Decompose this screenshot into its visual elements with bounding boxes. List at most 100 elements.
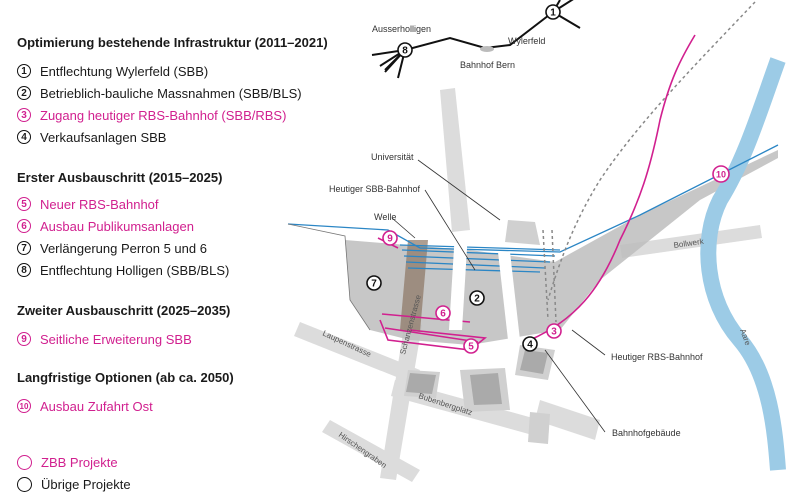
marker-5: 5 [463, 338, 479, 354]
rbs-dotted-lines [542, 1, 756, 323]
marker-6: 6 [435, 305, 451, 321]
street-east [535, 400, 600, 440]
marker-1: 1 [545, 4, 561, 20]
legend-label: Verlängerung Perron 5 und 6 [40, 240, 207, 256]
track [405, 261, 546, 269]
street-bollwerk [620, 225, 762, 258]
marker-number: 4 [527, 340, 533, 351]
track-lines [287, 144, 779, 273]
marker-number: 8 [402, 46, 408, 57]
inset-bern-station [480, 46, 494, 52]
track-outer [287, 144, 779, 253]
marker-circle [469, 290, 485, 306]
marker-circle [463, 338, 479, 354]
label-bahnhofgebaeude: Bahnhofgebäude [612, 428, 681, 438]
legend-label: Ausbau Publikumsanlagen [40, 218, 194, 234]
universitaet-block [505, 220, 540, 245]
legend-number: 3 [17, 108, 31, 122]
marker-circle [545, 4, 561, 20]
marker-number: 9 [387, 234, 393, 245]
leader-line [391, 217, 416, 239]
marker-number: 10 [716, 170, 726, 180]
street-laupenstrasse [294, 322, 420, 384]
marker-number: 1 [550, 8, 556, 19]
legend-number: 9 [17, 332, 31, 346]
marker-circle [397, 42, 413, 58]
leader-line [424, 189, 476, 271]
legend-number: 8 [17, 263, 31, 277]
dark-buildings [406, 350, 548, 405]
key-other: Übrige Projekte [17, 475, 131, 493]
building-block [470, 373, 502, 405]
zbb-key-circle-icon [17, 454, 32, 470]
passage [449, 232, 468, 330]
section-title: Zweiter Ausbauschritt (2025–2035) [17, 303, 231, 318]
legend-number: 10 [17, 399, 31, 413]
leader-line [417, 159, 501, 221]
label-bollwerk: Bollwerk [673, 237, 705, 250]
section-title: Erster Ausbauschritt (2015–2025) [17, 170, 223, 185]
label-sbb-bahnhof: Heutiger SBB-Bahnhof [329, 184, 421, 194]
street-north [440, 88, 470, 232]
legend-number: 7 [17, 241, 31, 255]
building-block [528, 412, 550, 444]
legend-number: 6 [17, 219, 31, 233]
zufahrt-ost-line [529, 34, 696, 341]
marker-circle [366, 275, 382, 291]
legend-number: 4 [17, 130, 31, 144]
section-title: Langfristige Optionen (ab ca. 2050) [17, 370, 234, 385]
legend-item-4: 4 Verkaufsanlagen SBB [17, 128, 166, 146]
other-key-circle-icon [17, 476, 32, 492]
legend-item-7: 7 Verlängerung Perron 5 und 6 [17, 239, 207, 257]
track [401, 249, 556, 257]
legend-number: 5 [17, 197, 31, 211]
track [403, 255, 551, 263]
building-block [406, 373, 436, 394]
passages [449, 232, 520, 340]
track [399, 244, 561, 251]
marker-number: 2 [474, 294, 480, 305]
label-rbs-bahnhof: Heutiger RBS-Bahnhof [611, 352, 703, 362]
key-zbb: ZBB Projekte [17, 453, 118, 471]
key-label: ZBB Projekte [41, 454, 118, 470]
marker-circle [546, 323, 562, 339]
legend-item-2: 2 Betrieblich-bauliche Massnahmen (SBB/BL… [17, 84, 302, 102]
legend-label: Entflechtung Holligen (SBB/BLS) [40, 262, 230, 278]
legend-item-5: 5 Neuer RBS-Bahnhof [17, 195, 159, 213]
label-welle: Welle [374, 212, 396, 222]
leader-line [571, 329, 606, 356]
legend-label: Ausbau Zufahrt Ost [40, 398, 153, 414]
marker-number: 5 [468, 342, 474, 353]
legend-item-8: 8 Entflechtung Holligen (SBB/BLS) [17, 261, 229, 279]
marker-2: 2 [469, 290, 485, 306]
legend-label: Entflechtung Wylerfeld (SBB) [40, 63, 209, 79]
marker-circle [522, 336, 538, 352]
legend-label: Verkaufsanlagen SBB [40, 129, 167, 145]
legend: Optimierung bestehende Infrastruktur (20… [0, 0, 350, 502]
rbs-dotted-line [547, 1, 756, 301]
marker-circle [712, 165, 730, 183]
inset-label-ausserholligen: Ausserholligen [372, 24, 431, 34]
key-label: Übrige Projekte [41, 476, 131, 492]
marker-number: 7 [371, 279, 377, 290]
station-outline [287, 223, 371, 331]
marker-number: 3 [551, 327, 557, 338]
map-markers: 1 8 2 7 4 3 5 6 9 10 [366, 4, 730, 354]
marker-3: 3 [546, 323, 562, 339]
legend-label: Neuer RBS-Bahnhof [40, 196, 159, 212]
inset-label-bern: Bahnhof Bern [460, 60, 515, 70]
inset-label-wylerfeld: Wylerfeld [508, 36, 545, 46]
legend-label: Betrieblich-bauliche Massnahmen (SBB/BLS… [40, 85, 302, 101]
legend-number: 2 [17, 86, 31, 100]
leader-line [544, 349, 606, 433]
passage [498, 252, 520, 340]
street-lower [380, 320, 422, 480]
marker-8: 8 [397, 42, 413, 58]
marker-7: 7 [366, 275, 382, 291]
leader-lines [391, 159, 606, 433]
marker-10: 10 [712, 165, 730, 183]
marker-9: 9 [382, 230, 398, 246]
marker-4: 4 [522, 336, 538, 352]
